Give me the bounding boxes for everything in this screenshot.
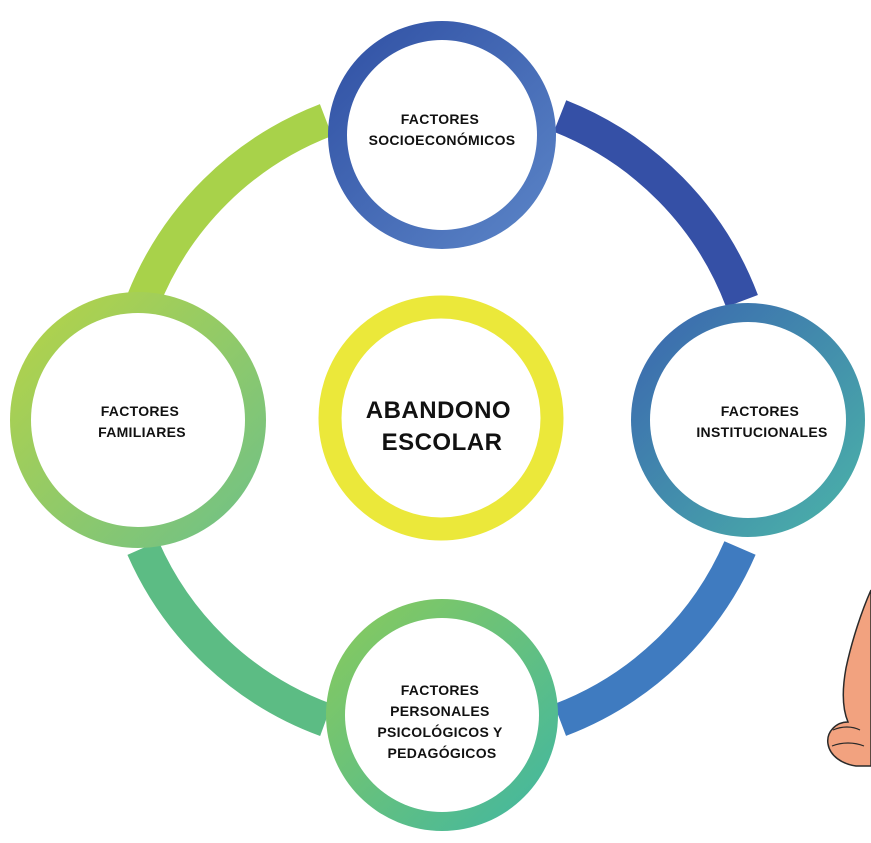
node-top-line-2: SOCIOECONÓMICOS <box>369 131 516 148</box>
connector-right-bottom <box>553 541 756 736</box>
connector-bottom-left <box>127 541 332 736</box>
node-institucionales: FACTORES INSTITUCIONALES <box>631 303 865 537</box>
node-familiares: FACTORES FAMILIARES <box>10 292 266 548</box>
node-socioeconomicos: FACTORES SOCIOECONÓMICOS <box>328 21 556 249</box>
svg-text:FACTORES INSTITUCIONALES: FACTORES INSTITUCIONALES <box>696 403 827 440</box>
node-bottom-line-3: PSICOLÓGICOS Y <box>377 723 503 740</box>
connector-left-top <box>127 104 333 308</box>
connector-ring <box>127 100 758 736</box>
person-figure-partial <box>827 589 871 767</box>
node-left-line-2: FAMILIARES <box>98 424 186 440</box>
node-right-line-2: INSTITUCIONALES <box>696 424 827 440</box>
svg-text:ABANDONO ESCOLAR: ABANDONO ESCOLAR <box>366 397 519 456</box>
center-abandono-escolar: ABANDONO ESCOLAR <box>318 295 564 541</box>
node-right-line-1: FACTORES <box>721 403 799 419</box>
svg-text:FACTORES SOCIOECONÓMICOS: FACTORES SOCIOECONÓMICOS <box>369 111 516 148</box>
node-bottom-line-2: PERSONALES <box>390 703 489 719</box>
center-line-1: ABANDONO <box>366 397 511 424</box>
node-personales: FACTORES PERSONALES PSICOLÓGICOS Y PEDAG… <box>326 599 558 831</box>
node-left-line-1: FACTORES <box>101 403 179 419</box>
node-bottom-line-1: FACTORES <box>401 682 479 698</box>
node-bottom-line-4: PEDAGÓGICOS <box>387 744 496 761</box>
connector-top-right <box>553 100 758 308</box>
svg-text:FACTORES FAMILIARES: FACTORES FAMILIARES <box>98 403 186 440</box>
node-top-line-1: FACTORES <box>401 111 479 127</box>
svg-text:FACTORES PERSONALES: FACTORES PERSONALES PSICOLÓGICOS Y PEDAG… <box>377 682 506 761</box>
center-line-2: ESCOLAR <box>382 429 503 456</box>
